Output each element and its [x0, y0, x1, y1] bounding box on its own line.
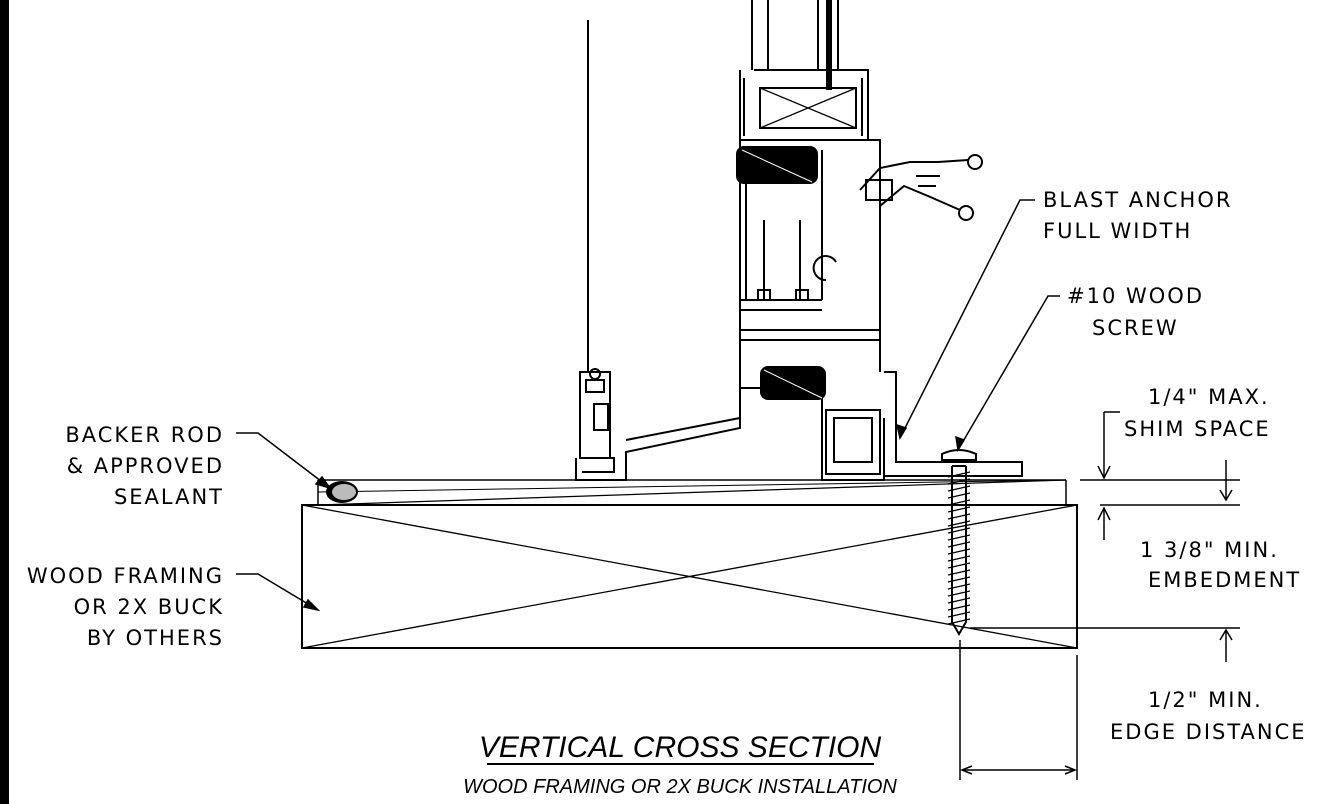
shim-space	[317, 479, 1067, 506]
label-shim-space-line1: 1/4" MAX.	[1148, 385, 1270, 409]
annotation-backer-rod: BACKER ROD & APPROVED SEALANT	[65, 423, 224, 509]
screw-thread	[947, 611, 971, 618]
screw-thread	[947, 583, 971, 590]
sill-frame	[575, 0, 1023, 481]
screw-thread	[947, 513, 971, 520]
screw-thread	[947, 569, 971, 576]
screw-thread	[947, 485, 971, 492]
screw-thread	[947, 562, 971, 569]
screw-thread	[947, 527, 971, 534]
label-edge-distance-line1: 1/2" MIN.	[1148, 688, 1263, 712]
screw-thread	[947, 541, 971, 548]
gaskets	[736, 146, 826, 400]
dimension-lines	[959, 411, 1240, 780]
trim-clip	[859, 154, 983, 221]
label-wood-framing-line1: WOOD FRAMING	[27, 564, 224, 588]
screw-thread	[947, 548, 971, 555]
screw-thread	[947, 499, 971, 506]
label-embedment-line2: EMBEDMENT	[1148, 568, 1301, 592]
screw-thread	[947, 534, 971, 541]
backer-rod	[326, 481, 358, 503]
label-embedment-line1: 1 3/8" MIN.	[1140, 538, 1279, 562]
screw-thread	[947, 555, 971, 562]
annotation-edge-distance: 1/2" MIN. EDGE DISTANCE	[1110, 688, 1307, 744]
label-blast-anchor-line1: BLAST ANCHOR	[1043, 188, 1232, 212]
screw-thread	[947, 604, 971, 611]
screw-thread	[947, 492, 971, 499]
screw-thread	[947, 478, 971, 485]
label-backer-rod-line2: & APPROVED	[67, 454, 224, 478]
screw-thread	[947, 597, 971, 604]
label-blast-anchor-line2: FULL WIDTH	[1043, 219, 1192, 243]
screw-thread	[947, 576, 971, 583]
screw-thread	[947, 506, 971, 513]
annotation-wood-screw: #10 WOOD SCREW	[1067, 284, 1204, 340]
label-wood-screw-line2: SCREW	[1092, 316, 1179, 340]
label-edge-distance-line2: EDGE DISTANCE	[1110, 720, 1307, 744]
label-backer-rod-line3: SEALANT	[114, 485, 224, 509]
label-backer-rod-line1: BACKER ROD	[65, 423, 224, 447]
screw-thread	[947, 471, 971, 478]
annotation-blast-anchor: BLAST ANCHOR FULL WIDTH	[1043, 188, 1232, 243]
left-border-bar	[0, 0, 9, 804]
label-wood-framing-line2: OR 2X BUCK	[74, 595, 224, 619]
title-main: VERTICAL CROSS SECTION	[479, 731, 882, 764]
screw-thread	[947, 520, 971, 527]
annotation-wood-framing: WOOD FRAMING OR 2X BUCK BY OTHERS	[27, 564, 224, 650]
screw-thread	[947, 590, 971, 597]
annotation-shim-space: 1/4" MAX. SHIM SPACE	[1124, 385, 1271, 441]
wood-buck	[301, 504, 1078, 649]
wood-screw	[941, 449, 977, 636]
annotation-embedment: 1 3/8" MIN. EMBEDMENT	[1140, 538, 1301, 592]
label-wood-screw-line1: #10 WOOD	[1067, 284, 1204, 308]
drawing-title: VERTICAL CROSS SECTION WOOD FRAMING OR 2…	[463, 731, 897, 798]
title-subtitle: WOOD FRAMING OR 2X BUCK INSTALLATION	[463, 776, 897, 798]
screw-thread	[947, 618, 971, 625]
label-shim-space-line2: SHIM SPACE	[1124, 417, 1271, 441]
label-wood-framing-line3: BY OTHERS	[87, 626, 224, 650]
sash-infill	[826, 0, 832, 90]
leader-lines	[236, 199, 1060, 612]
